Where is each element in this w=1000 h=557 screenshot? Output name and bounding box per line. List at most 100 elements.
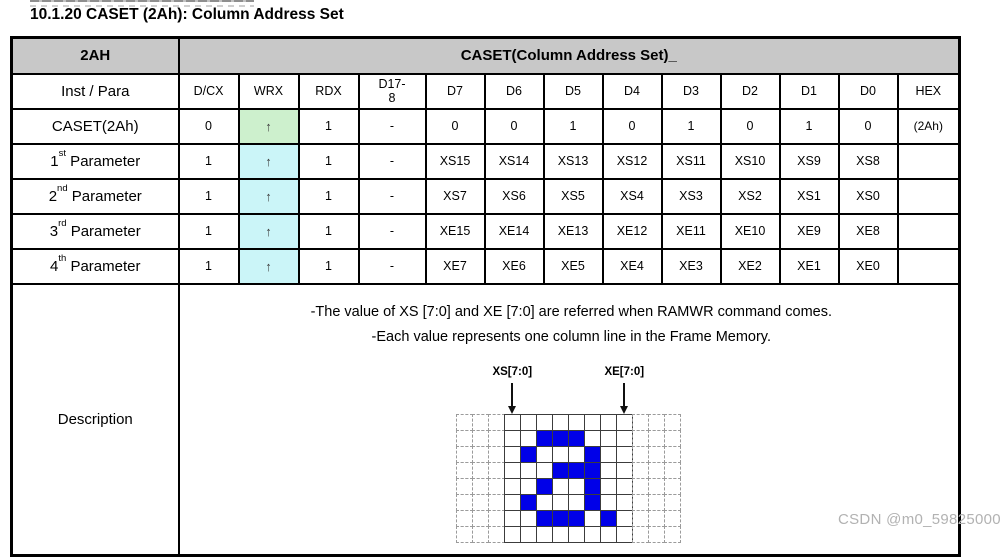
- dcx-cell: 1: [177, 177, 240, 215]
- hex-cell: [896, 142, 961, 180]
- grid-cell: [552, 413, 570, 431]
- grid-cell: [536, 429, 554, 447]
- grid-cell-dashed: [664, 461, 682, 479]
- dcx-cell: 1: [177, 212, 240, 250]
- grid-cell: [568, 477, 586, 495]
- row-label: 4th Parameter: [10, 247, 180, 285]
- grid-cell: [616, 461, 634, 479]
- command-code: 2AH: [10, 36, 180, 75]
- d17-8-cell: -: [357, 177, 427, 215]
- hex-cell: [896, 212, 961, 250]
- grid-cell: [600, 429, 618, 447]
- grid-cell: [552, 477, 570, 495]
- bit-cell: XE11: [660, 212, 722, 250]
- grid-cell-dashed: [648, 461, 666, 479]
- grid-cell: [520, 493, 538, 511]
- grid-cell: [504, 413, 522, 431]
- grid-cell-dashed: [664, 477, 682, 495]
- column-header: D5: [542, 72, 604, 110]
- grid-cell: [568, 525, 586, 543]
- bit-cell: 0: [483, 107, 545, 145]
- grid-cell: [584, 525, 602, 543]
- grid-cell-dashed: [456, 525, 474, 543]
- grid-cell: [520, 477, 538, 495]
- grid-cell: [600, 525, 618, 543]
- grid-cell-dashed: [664, 445, 682, 463]
- bit-cell: XE14: [483, 212, 545, 250]
- grid-cell-dashed: [648, 525, 666, 543]
- grid-cell: [536, 445, 554, 463]
- row-label: CASET(2Ah): [10, 107, 180, 145]
- grid-cell-dashed: [456, 445, 474, 463]
- dcx-cell: 1: [177, 142, 240, 180]
- bit-cell: XS6: [483, 177, 545, 215]
- grid-cell: [536, 413, 554, 431]
- bit-cell: XS2: [719, 177, 781, 215]
- column-header: D17- 8: [357, 72, 427, 110]
- grid-cell-dashed: [472, 493, 490, 511]
- grid-cell: [584, 509, 602, 527]
- grid-cell-dashed: [632, 477, 650, 495]
- bit-cell: XS5: [542, 177, 604, 215]
- bit-cell: XE10: [719, 212, 781, 250]
- bit-cell: XS10: [719, 142, 781, 180]
- bit-cell: XE5: [542, 247, 604, 285]
- grid-cell-dashed: [488, 525, 506, 543]
- grid-cell: [536, 525, 554, 543]
- grid-cell-dashed: [664, 509, 682, 527]
- grid-cell: [584, 413, 602, 431]
- grid-cell-dashed: [664, 429, 682, 447]
- grid-cell-dashed: [488, 429, 506, 447]
- grid-cell: [616, 477, 634, 495]
- xe-pointer-arrow-icon: [620, 382, 629, 414]
- bit-cell: XE15: [424, 212, 486, 250]
- grid-cell-dashed: [488, 477, 506, 495]
- grid-cell: [536, 509, 554, 527]
- grid-cell: [504, 493, 522, 511]
- grid-cell-dashed: [664, 525, 682, 543]
- d17-8-cell: -: [357, 142, 427, 180]
- grid-cell: [552, 429, 570, 447]
- ordinal-suffix: rd: [58, 218, 67, 229]
- grid-cell: [568, 429, 586, 447]
- bit-cell: XS9: [778, 142, 840, 180]
- grid-cell: [520, 461, 538, 479]
- column-header: D1: [778, 72, 840, 110]
- bit-cell: XE8: [837, 212, 899, 250]
- description-text: -The value of XS [7:0] and XE [7:0] are …: [181, 296, 958, 350]
- grid-cell-dashed: [648, 509, 666, 527]
- grid-cell: [568, 445, 586, 463]
- grid-cell-dashed: [648, 445, 666, 463]
- wrx-cell: ↑: [237, 177, 300, 215]
- grid-cell: [568, 493, 586, 511]
- description-row-label: Description: [10, 282, 180, 557]
- grid-cell-dashed: [632, 413, 650, 431]
- grid-cell: [616, 429, 634, 447]
- bit-cell: XE9: [778, 212, 840, 250]
- xs-range-label: XS[7:0]: [492, 365, 533, 378]
- grid-cell: [504, 525, 522, 543]
- column-header: WRX: [237, 72, 300, 110]
- bit-cell: XE1: [778, 247, 840, 285]
- pixel-grid: [456, 413, 682, 543]
- grid-cell-dashed: [472, 429, 490, 447]
- column-address-diagram: XS[7:0] XE[7:0]: [456, 365, 682, 543]
- grid-cell: [568, 413, 586, 431]
- grid-cell: [600, 493, 618, 511]
- d17-8-cell: -: [357, 107, 427, 145]
- grid-cell: [600, 477, 618, 495]
- grid-cell: [568, 509, 586, 527]
- dcx-cell: 0: [177, 107, 240, 145]
- grid-cell: [552, 493, 570, 511]
- column-header: D4: [601, 72, 663, 110]
- column-header: RDX: [297, 72, 360, 110]
- grid-cell-dashed: [472, 413, 490, 431]
- grid-cell: [584, 445, 602, 463]
- grid-cell: [520, 445, 538, 463]
- grid-cell: [616, 525, 634, 543]
- grid-cell-dashed: [664, 413, 682, 431]
- grid-cell: [616, 493, 634, 511]
- rdx-cell: 1: [297, 142, 360, 180]
